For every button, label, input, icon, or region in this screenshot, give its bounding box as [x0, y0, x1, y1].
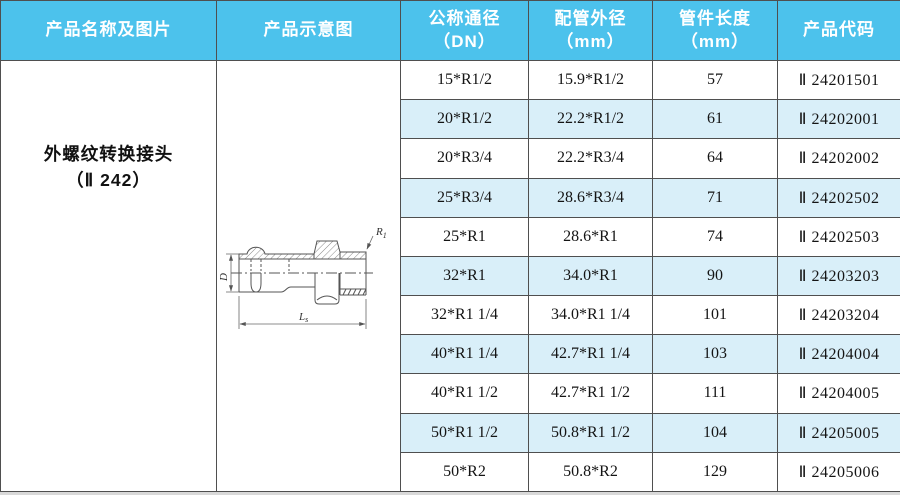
col-header-schematic: 产品示意图 — [216, 0, 401, 61]
thread-hatch-ticks — [342, 288, 366, 296]
header-label-line1: 公称通径 — [428, 8, 501, 28]
nut-section — [313, 240, 340, 260]
od-cell: 42.7*R1 1/2 — [528, 373, 653, 414]
length-cell: 64 — [652, 138, 778, 179]
code-cell: Ⅱ 24202502 — [777, 177, 900, 218]
dn-cell: 40*R1 1/2 — [400, 373, 529, 414]
code-cell: Ⅱ 24204005 — [777, 373, 900, 414]
d-extension-lines — [225, 253, 239, 293]
code-cell: Ⅱ 24202002 — [777, 138, 900, 179]
nut-bottom-outline — [314, 273, 339, 305]
socket-profile — [250, 273, 261, 293]
d-label: D — [219, 273, 230, 282]
hidden-edges — [250, 259, 289, 271]
ls-extension-lines — [238, 296, 366, 329]
od-cell: 22.2*R1/2 — [528, 99, 653, 140]
od-cell: 34.0*R1 — [528, 255, 653, 297]
dn-cell: 40*R1 1/4 — [400, 334, 529, 375]
header-label-line1: 管件长度 — [679, 8, 751, 28]
table-row: 50*R1 1/2 50.8*R1 1/2 104 Ⅱ 24205005 — [1, 412, 900, 453]
pipe-wall-section — [238, 246, 314, 260]
table-row: 50*R2 50.8*R2 129 Ⅱ 24205006 — [1, 451, 900, 493]
thread-bottom-outline — [339, 273, 366, 296]
od-cell: 28.6*R3/4 — [528, 177, 653, 218]
product-name-cell: 外螺纹转换接头 （Ⅱ 242） — [0, 60, 217, 492]
header-label-line2: （DN） — [433, 31, 496, 51]
od-cell: 50.8*R2 — [528, 451, 653, 493]
dn-cell: 25*R1 — [400, 216, 529, 257]
od-cell: 28.6*R1 — [528, 216, 653, 257]
header-label-line2: （mm） — [680, 31, 750, 51]
table-row: 32*R1 1/4 34.0*R1 1/4 101 Ⅱ 24203204 — [1, 295, 900, 336]
od-cell: 34.0*R1 1/4 — [528, 295, 653, 336]
code-cell: Ⅱ 24202001 — [777, 99, 900, 140]
col-header-fitting-length: 管件长度 （mm） — [652, 0, 778, 61]
header-label-line1: 配管外径 — [554, 8, 627, 28]
code-cell: Ⅱ 24204004 — [777, 334, 900, 375]
dn-cell: 20*R1/2 — [400, 99, 529, 140]
length-cell: 101 — [652, 295, 778, 336]
table-row: 25*R1 28.6*R1 74 Ⅱ 24202503 — [1, 216, 900, 257]
dn-cell: 32*R1 1/4 — [400, 295, 529, 336]
dn-cell: 25*R3/4 — [400, 177, 529, 218]
dn-cell: 32*R1 — [400, 255, 529, 297]
code-cell: Ⅱ 24201501 — [777, 59, 900, 101]
pipe-bottom-outline — [238, 286, 315, 293]
dn-cell: 50*R1 1/2 — [400, 412, 529, 453]
table-row: 外螺纹转换接头 （Ⅱ 242） — [0, 59, 900, 492]
fitting-technical-drawing: D Ls R1 — [218, 226, 387, 329]
length-cell: 61 — [652, 99, 778, 140]
header-label: 产品代码 — [803, 20, 875, 40]
od-cell: 22.2*R3/4 — [528, 138, 653, 179]
od-cell: 42.7*R1 1/4 — [528, 334, 653, 375]
col-header-product-code: 产品代码 — [777, 0, 900, 61]
thread-section — [339, 251, 366, 260]
header-label: 产品名称及图片 — [45, 20, 172, 40]
length-cell: 104 — [652, 412, 778, 453]
thread-callout-arrow — [366, 235, 373, 250]
col-header-pipe-od: 配管外径 （mm） — [528, 0, 653, 61]
code-cell: Ⅱ 24203204 — [777, 295, 900, 336]
length-cell: 129 — [652, 451, 778, 493]
table-row: 20*R3/4 22.2*R3/4 64 Ⅱ 24202002 — [1, 138, 900, 179]
col-header-nominal-diameter: 公称通径 （DN） — [400, 0, 529, 61]
length-cell: 74 — [652, 216, 778, 257]
col-header-product-name-image: 产品名称及图片 — [0, 0, 217, 61]
dn-cell: 50*R2 — [400, 451, 529, 493]
code-cell: Ⅱ 24203203 — [777, 255, 900, 297]
od-cell: 15.9*R1/2 — [528, 59, 653, 101]
dn-cell: 20*R3/4 — [400, 138, 529, 179]
length-cell: 57 — [652, 59, 778, 101]
table-row: 32*R1 34.0*R1 90 Ⅱ 24203203 — [1, 255, 900, 297]
header-label: 产品示意图 — [263, 20, 354, 40]
length-cell: 90 — [652, 255, 778, 297]
dn-cell: 15*R1/2 — [400, 59, 529, 101]
code-cell: Ⅱ 24205006 — [777, 451, 900, 493]
ls-label: Ls — [298, 311, 308, 324]
code-cell: Ⅱ 24202503 — [777, 216, 900, 257]
header-row: 产品名称及图片 产品示意图 公称通径 （DN） 配管外径 （mm） 管件长度 （… — [0, 0, 900, 61]
product-name: 外螺纹转换接头 — [43, 144, 174, 164]
length-cell: 71 — [652, 177, 778, 218]
table-row: 40*R1 1/2 42.7*R1 1/2 111 Ⅱ 24204005 — [1, 373, 900, 414]
od-cell: 50.8*R1 1/2 — [528, 412, 653, 453]
product-diagram-cell: D Ls R1 — [216, 60, 401, 492]
header-label-line2: （mm） — [556, 31, 625, 51]
nut-chamfer-arc — [316, 295, 337, 301]
code-cell: Ⅱ 24205005 — [777, 412, 900, 453]
length-cell: 111 — [652, 373, 778, 414]
length-cell: 103 — [652, 334, 778, 375]
product-model: （Ⅱ 242） — [66, 170, 151, 190]
thread-label: R1 — [375, 226, 387, 240]
